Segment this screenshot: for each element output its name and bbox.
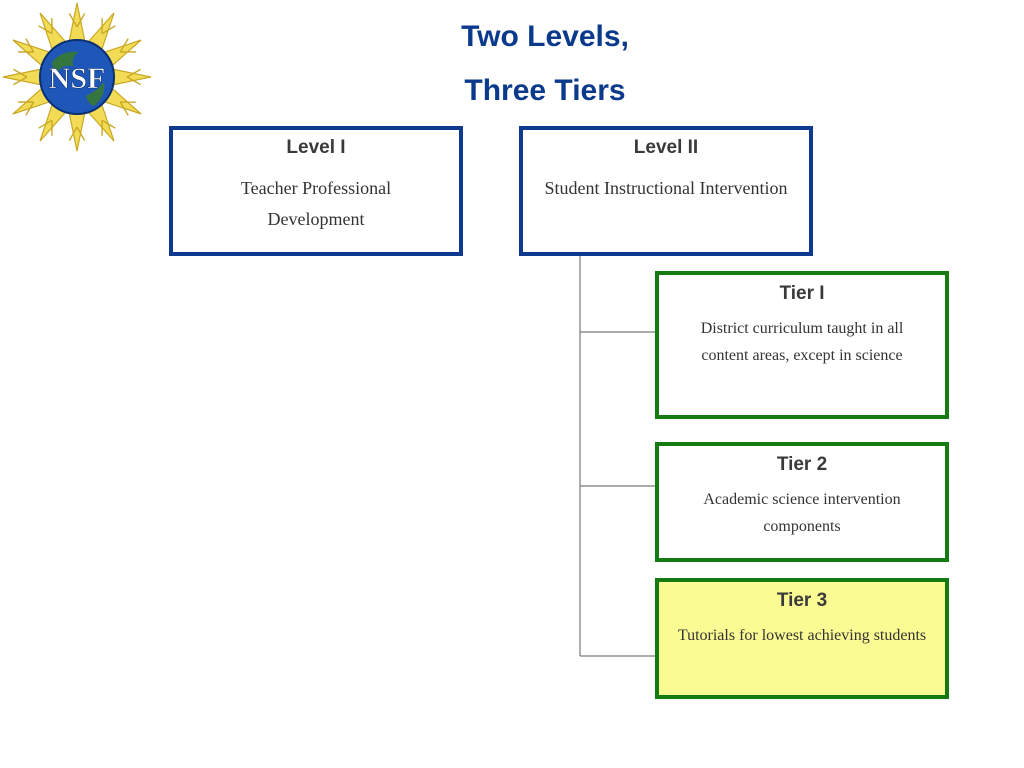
logo-ray-tip	[76, 13, 86, 28]
logo-ray-tip	[126, 68, 141, 78]
level-1-box: Level I Teacher Professional Development	[169, 126, 463, 256]
nsf-logo: NSF	[2, 2, 152, 152]
logo-ray-tip	[76, 126, 86, 141]
logo-ray-tip	[126, 76, 141, 86]
logo-ray-tip	[101, 25, 116, 35]
logo-globe-outline	[39, 39, 115, 115]
logo-ray-tip	[119, 101, 129, 116]
tier-3-box: Tier 3 Tutorials for lowest achieving st…	[655, 578, 949, 699]
level-1-text: Teacher Professional Development	[240, 178, 392, 229]
tier-1-text: District curriculum taught in all conten…	[700, 320, 904, 364]
tier-2-text: Academic science intervention components	[703, 491, 901, 535]
tier-2-heading: Tier 2	[776, 454, 828, 475]
level-2-heading: Level II	[633, 137, 699, 158]
logo-ray-tip	[119, 38, 129, 53]
logo-ray-tip	[68, 126, 78, 141]
logo-ray-tip	[38, 119, 53, 129]
level-2-box: Level II Student Instructional Intervent…	[519, 126, 813, 256]
logo-ray-tip	[13, 68, 28, 78]
logo-ray-tip	[38, 25, 53, 35]
title-line-1: Two Levels,	[461, 20, 629, 53]
logo-ray-tip	[25, 101, 35, 116]
level-1-heading: Level I	[286, 137, 346, 158]
tier-2-box: Tier 2 Academic science intervention com…	[655, 442, 949, 562]
tier-3-heading: Tier 3	[776, 590, 828, 611]
logo-land	[52, 51, 78, 72]
tier-1-heading: Tier I	[779, 283, 825, 304]
logo-land	[86, 82, 105, 106]
tier-3-text: Tutorials for lowest achieving students	[677, 627, 927, 644]
page-title: Two Levels, Three Tiers	[390, 10, 700, 118]
tier-1-box: Tier I District curriculum taught in all…	[655, 271, 949, 419]
logo-ray-tip	[101, 119, 116, 129]
logo-ray-tip	[68, 13, 78, 28]
logo-ray-tip	[13, 76, 28, 86]
level-2-text: Student Instructional Intervention	[544, 178, 788, 198]
logo-ray-tip	[25, 38, 35, 53]
logo-text: NSF	[49, 62, 106, 95]
title-line-2: Three Tiers	[464, 74, 626, 107]
